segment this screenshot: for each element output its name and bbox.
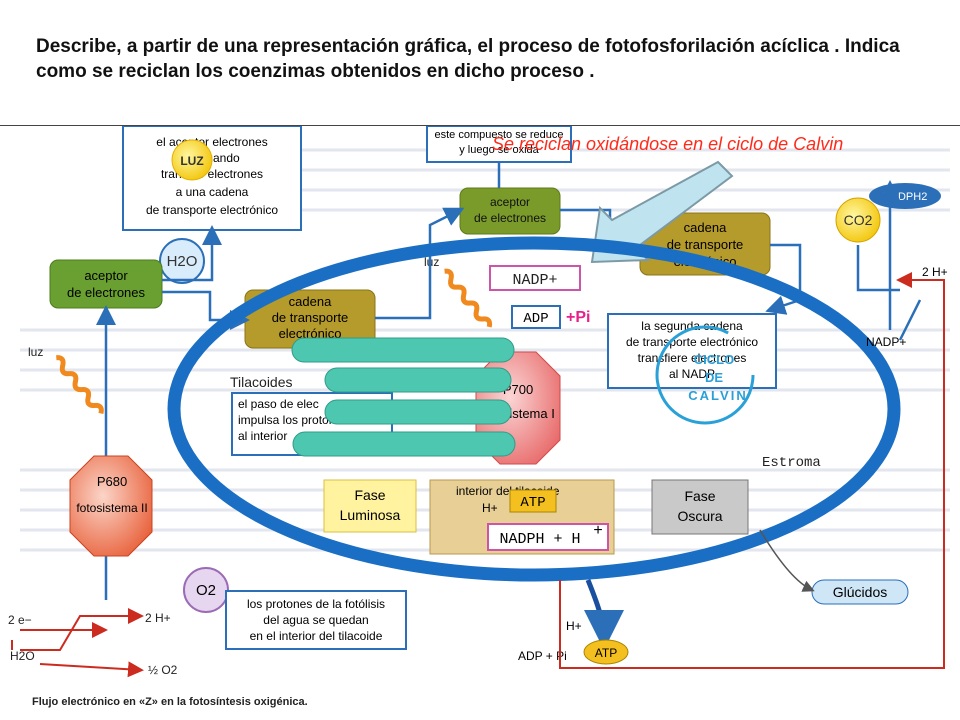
svg-text:transfiere electrones: transfiere electrones (638, 351, 747, 365)
svg-text:Glúcidos: Glúcidos (833, 584, 887, 600)
svg-text:cadena: cadena (684, 220, 727, 235)
svg-text:los protones de la fotólisis: los protones de la fotólisis (247, 597, 385, 611)
svg-text:fotosistema II: fotosistema II (76, 501, 147, 515)
svg-text:este compuesto se reduce: este compuesto se reduce (434, 129, 563, 141)
luz-label-left: luz (28, 345, 43, 359)
svg-text:y luego se oxida: y luego se oxida (459, 144, 539, 156)
estroma-label: Estroma (762, 455, 821, 471)
box-aceptor-info: el aceptor electrones se cuando transfie… (122, 126, 302, 231)
adp-box: ADP (511, 305, 561, 329)
fase-luminosa-box: Fase Luminosa (323, 479, 417, 533)
svg-text:Luminosa: Luminosa (340, 507, 401, 523)
svg-text:ATP: ATP (520, 495, 545, 511)
luz-sun-icon: LUZ (171, 139, 213, 181)
svg-text:2 e−: 2 e− (8, 613, 32, 627)
luz-label-top: luz (424, 255, 439, 269)
svg-text:aceptor: aceptor (84, 268, 128, 283)
svg-text:ADP + Pi: ADP + Pi (518, 649, 567, 663)
glucidos-badge: Glúcidos (811, 579, 909, 605)
svg-text:electrónico: electrónico (279, 326, 342, 341)
svg-text:NADPH + H: NADPH + H (499, 531, 580, 548)
answer-pointer-arrow (590, 160, 734, 264)
red-flow-left (11, 608, 144, 678)
pi-label: +Pi (566, 309, 590, 326)
figure-caption: Flujo electrónico en «Z» en la fotosínte… (32, 696, 308, 708)
svg-text:Fase: Fase (354, 487, 385, 503)
svg-text:P680: P680 (97, 474, 127, 489)
svg-text:de transporte electrónico: de transporte electrónico (626, 335, 758, 349)
svg-text:DE: DE (705, 370, 723, 385)
svg-text:de transporte: de transporte (667, 237, 744, 252)
svg-text:aceptor: aceptor (490, 195, 530, 209)
question-text: Describe, a partir de una representación… (36, 36, 900, 82)
water-splitting: 2 e− 2 H+ H2O ½ O2 (8, 611, 178, 677)
svg-text:de electrones: de electrones (67, 285, 146, 300)
svg-text:H+: H+ (566, 619, 582, 633)
light-wave-left (56, 355, 104, 415)
chloroplast-ellipse (167, 236, 901, 582)
svg-text:+: + (593, 522, 602, 539)
svg-text:ADP: ADP (523, 311, 548, 327)
nadp-plus-box: NADP+ (489, 265, 581, 291)
svg-text:de transporte: de transporte (272, 310, 349, 325)
svg-text:½ O2: ½ O2 (148, 663, 178, 677)
photosynthesis-diagram: el aceptor electrones se cuando transfie… (0, 126, 960, 720)
fase-oscura-box: Fase Oscura (651, 479, 749, 535)
interior-tilacoide-panel: interior del tilacoide H+ ATP NADPH + H … (429, 479, 615, 555)
two-h-right-label: 2 H+ (922, 265, 948, 279)
svg-text:de electrones: de electrones (474, 211, 546, 225)
svg-text:CALVIN: CALVIN (688, 388, 747, 403)
svg-text:CO2: CO2 (844, 212, 873, 228)
box-segunda-cadena: la segunda cadena de transporte electrón… (607, 313, 777, 389)
thylakoid-stack (291, 337, 516, 457)
svg-text:el paso de elec: el paso de elec (238, 397, 319, 411)
svg-text:en el interior del tilacoide: en el interior del tilacoide (250, 629, 383, 643)
svg-text:cadena: cadena (289, 294, 332, 309)
box-protones-fotolisis: los protones de la fotólisis del agua se… (225, 590, 407, 650)
nadph2-badge: NADPH2 (869, 183, 941, 209)
svg-text:NADP+: NADP+ (512, 272, 557, 289)
svg-text:CICLO: CICLO (694, 352, 734, 367)
svg-text:H+: H+ (482, 501, 498, 515)
svg-text:ATP: ATP (595, 646, 617, 660)
svg-text:O2: O2 (196, 582, 216, 599)
p680-fotosistema-ii: P680 fotosistema II (69, 455, 153, 557)
red-flow-right (559, 272, 945, 669)
h2o-badge: H2O (159, 238, 205, 284)
tilacoides-label: Tilacoides (230, 374, 293, 390)
nadp-right-label: NADP+ (866, 335, 906, 349)
svg-text:H2O: H2O (167, 253, 198, 270)
light-wave-top (444, 268, 493, 328)
atp-synthase: H+ ADP + Pi ATP (518, 579, 629, 665)
svg-text:Fase: Fase (684, 488, 715, 504)
o2-badge: O2 (183, 567, 229, 613)
svg-text:del agua se quedan: del agua se quedan (263, 613, 368, 627)
svg-text:LUZ: LUZ (180, 154, 203, 168)
ciclo-calvin: CICLO DE CALVIN (655, 325, 755, 425)
co2-badge: CO2 (835, 197, 881, 243)
svg-text:H2O: H2O (10, 649, 35, 663)
svg-text:P700: P700 (503, 382, 533, 397)
answer-text: Se reciclan oxidándose en el ciclo de Ca… (492, 134, 844, 154)
svg-text:de transporte electrónico: de transporte electrónico (146, 203, 278, 217)
aceptor-center-box: aceptor de electrones (459, 187, 561, 235)
svg-text:al NADP: al NADP (669, 367, 715, 381)
svg-text:2 H+: 2 H+ (145, 611, 171, 625)
svg-text:al interior: al interior (238, 429, 287, 443)
svg-text:a una cadena: a una cadena (176, 185, 249, 199)
svg-text:el aceptor electrones: el aceptor electrones (156, 135, 267, 149)
svg-text:la segunda cadena: la segunda cadena (641, 319, 743, 333)
svg-text:impulsa los protones: impulsa los protones (238, 413, 348, 427)
aceptor-left-box: aceptor de electrones (49, 259, 163, 309)
svg-text:Oscura: Oscura (677, 508, 722, 524)
